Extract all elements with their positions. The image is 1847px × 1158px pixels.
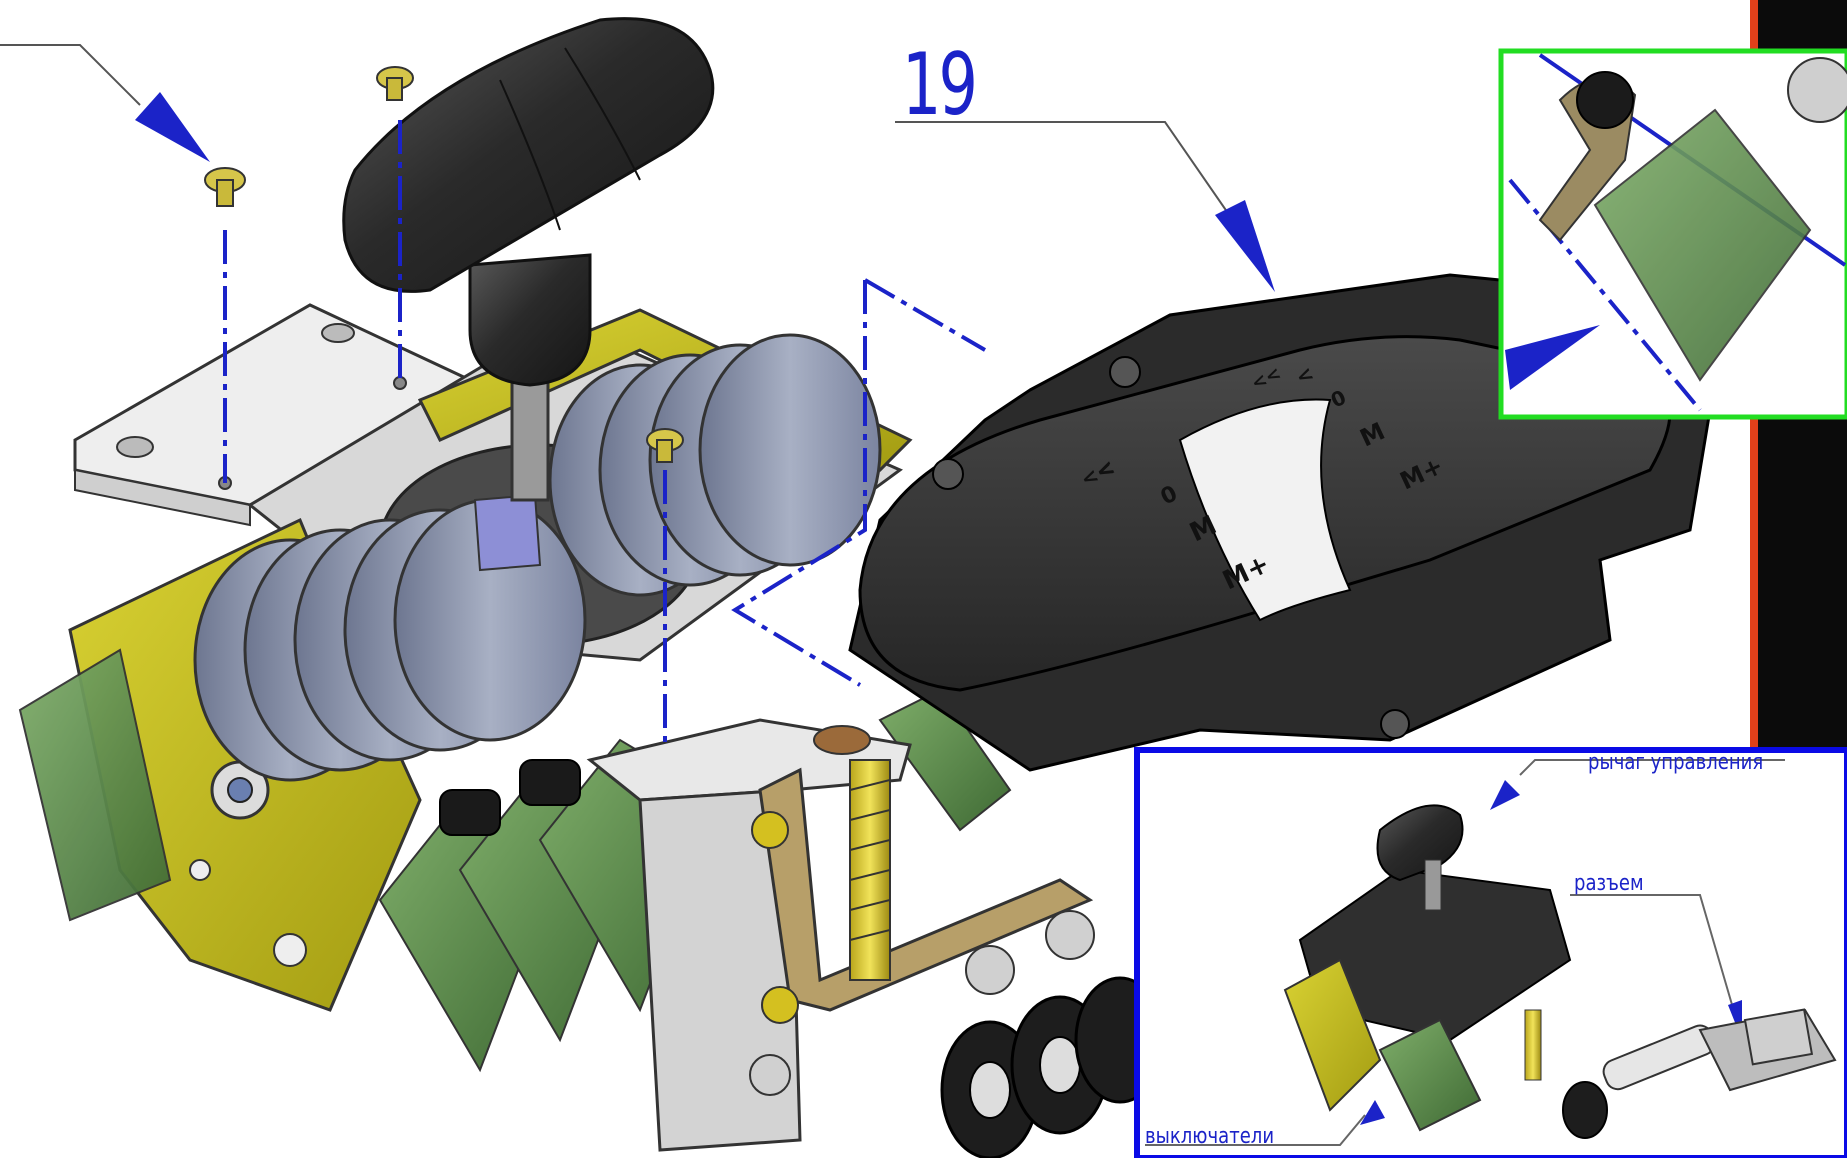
connector-icon bbox=[1743, 1008, 1814, 1066]
micro-switch-icon bbox=[18, 648, 1012, 1073]
label-connector: разъем bbox=[1574, 871, 1644, 896]
spring-icon bbox=[849, 759, 891, 981]
label-switches: выключатели bbox=[1145, 1124, 1275, 1149]
control-handle-icon bbox=[342, 17, 715, 502]
roller-assembly bbox=[749, 811, 1166, 1158]
assembly-axis-lines bbox=[223, 120, 987, 742]
leader-line-top-left bbox=[0, 44, 210, 162]
inset-overview bbox=[1134, 747, 1847, 1158]
inset-detail-switch bbox=[1498, 48, 1847, 420]
cam-disc-stack-right bbox=[548, 333, 882, 597]
hub-block bbox=[473, 493, 542, 572]
mounting-plate bbox=[73, 303, 474, 527]
callout-number: 19 bbox=[902, 35, 978, 135]
leader-line-19 bbox=[895, 121, 1275, 292]
screw-icon bbox=[204, 66, 684, 463]
label-control-lever: рычаг управления bbox=[1588, 750, 1764, 775]
